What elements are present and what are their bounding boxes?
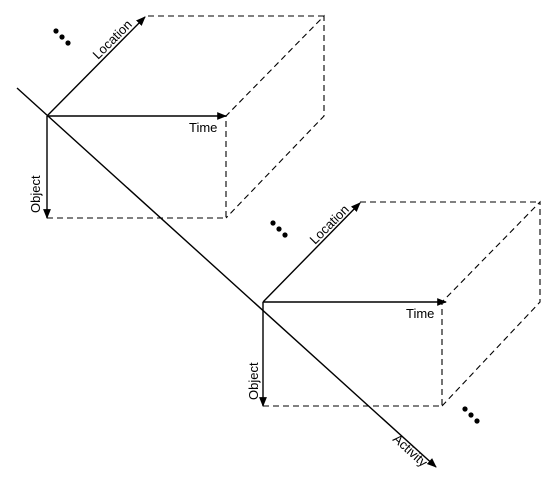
cube-2-location-label: Location xyxy=(307,202,352,247)
trailing-ellipsis xyxy=(462,406,480,424)
cube-2: Location Time Object xyxy=(246,200,541,407)
cube-1-object-label: Object xyxy=(28,175,43,213)
cube-1-location-label: Location xyxy=(90,17,135,62)
cube-2-ellipsis xyxy=(270,220,288,238)
cube-2-object-label: Object xyxy=(246,362,261,400)
cube-1-time-label: Time xyxy=(189,120,217,135)
cube-1-dashed-frame xyxy=(47,14,325,219)
cube-2-location-axis xyxy=(262,202,361,303)
cube-1-ellipsis xyxy=(53,28,71,46)
activity-axis xyxy=(16,87,437,468)
activity-axis-label: Activity xyxy=(390,431,431,470)
cube-2-time-label: Time xyxy=(406,306,434,321)
cube-2-dashed-frame xyxy=(263,200,541,407)
cube-1: Location Time Object xyxy=(28,14,325,219)
cube-1-location-axis xyxy=(46,16,146,117)
